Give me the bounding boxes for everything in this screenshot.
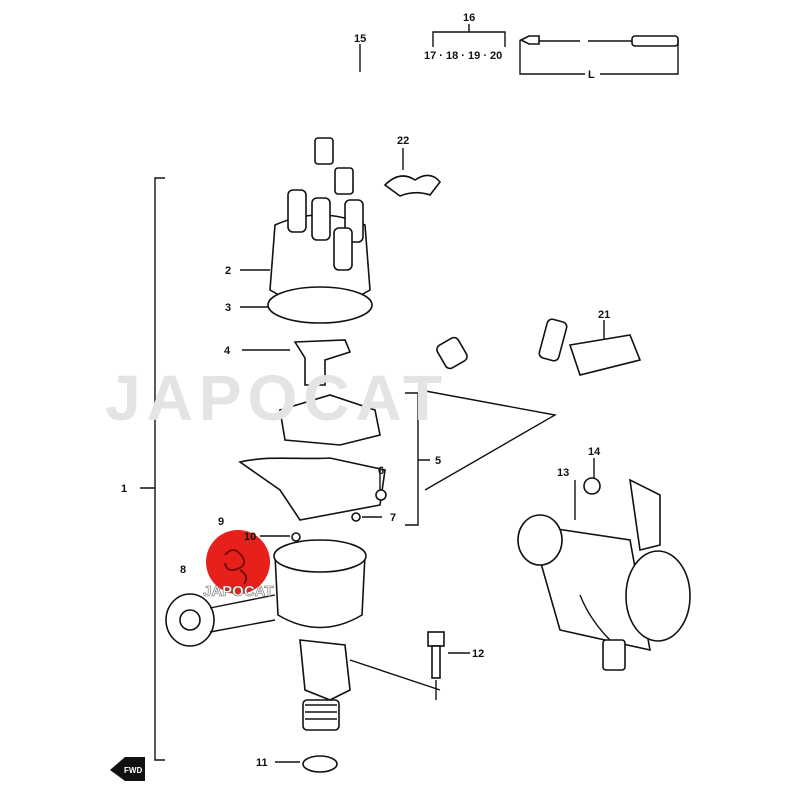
label-13: 13 <box>557 467 569 479</box>
ignition-coil <box>517 458 691 671</box>
japocat-logo: JAPOCAT <box>203 530 274 600</box>
fwd-label: FWD <box>124 766 142 775</box>
length-dimension <box>519 40 679 75</box>
label-22: 22 <box>397 135 409 147</box>
svg-text:JAPOCAT: JAPOCAT <box>203 583 274 600</box>
bracket-5 <box>405 392 430 526</box>
label-21: 21 <box>598 309 610 321</box>
label-4: 4 <box>224 345 231 357</box>
leader-lines <box>419 389 557 491</box>
label-6: 6 <box>378 465 384 477</box>
label-3: 3 <box>225 302 231 314</box>
bolt-12 <box>427 631 470 679</box>
cable-sample <box>519 35 679 47</box>
ignition-cables <box>314 44 585 370</box>
label-17-20: 17 · 18 · 19 · 20 <box>424 50 502 62</box>
distributor-cap <box>240 189 373 351</box>
bracket-1 <box>140 177 165 761</box>
label-9: 9 <box>218 516 224 528</box>
label-16: 16 <box>463 12 475 24</box>
label-1: 1 <box>121 483 127 495</box>
watermark-text: JAPOCAT <box>105 362 448 434</box>
connector-21 <box>568 334 642 376</box>
label-14: 14 <box>588 446 601 458</box>
label-12: 12 <box>472 648 484 660</box>
label-7: 7 <box>390 512 396 524</box>
label-8: 8 <box>180 564 186 576</box>
cable-clamp-22 <box>383 174 442 197</box>
rotor <box>293 339 352 386</box>
label-5: 5 <box>435 455 441 467</box>
label-10: 10 <box>244 531 256 543</box>
label-length: L <box>588 69 595 81</box>
distributor-housing <box>165 532 441 731</box>
label-15: 15 <box>354 33 366 45</box>
label-2: 2 <box>225 265 231 277</box>
bracket-16 <box>432 24 506 47</box>
label-11: 11 <box>256 757 268 769</box>
o-ring <box>302 755 338 773</box>
fwd-arrow: FWD <box>110 757 145 781</box>
signal-generator <box>238 394 387 522</box>
